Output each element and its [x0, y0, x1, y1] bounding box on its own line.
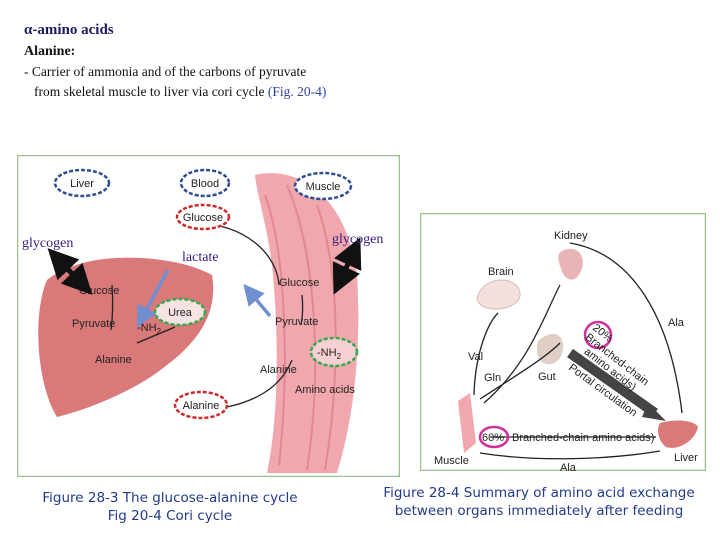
bullet-line-1: - Carrier of ammonia and of the carbons …	[24, 64, 307, 79]
double-arrow-right	[332, 237, 362, 295]
lactate-label: lactate	[182, 250, 219, 265]
label-muscle: Muscle	[306, 181, 341, 193]
label-liver: Liver	[674, 452, 698, 464]
label-glucose-muscle: Glucose	[279, 277, 319, 289]
label-alanine-muscle: Alanine	[260, 364, 297, 376]
liver-organ-shape	[38, 257, 214, 417]
label-kidney: Kidney	[554, 230, 588, 242]
left-caption-line-2: Fig 20-4 Cori cycle	[107, 508, 233, 524]
blue-arrow-left	[136, 269, 170, 328]
label-branched-chain-bottom: Branched-chain amino acids)	[512, 432, 654, 444]
label-ala-top: Ala	[668, 317, 685, 329]
label-amino-acids: Amino acids	[295, 384, 355, 396]
amino-acid-exchange-figure: Kidney Brain Ala Val Gln Gut 20% Branche…	[420, 213, 706, 471]
label-ala-bottom: Ala	[560, 462, 577, 471]
muscle-tissue-shape	[255, 173, 359, 473]
glucose-alanine-cycle-figure: Liver Blood Muscle Glucose Glucose Pyruv…	[17, 155, 400, 477]
right-caption-line-1: Figure 28-4 Summary of amino acid exchan…	[383, 485, 695, 501]
bullet-line-2-text: from skeletal muscle to liver via cori c…	[34, 84, 265, 99]
label-glucose-blood: Glucose	[183, 212, 223, 224]
figure-reference: (Fig. 20-4)	[267, 84, 327, 99]
right-caption: Figure 28-4 Summary of amino acid exchan…	[362, 484, 716, 520]
slide-title: α-amino acids	[24, 22, 114, 38]
double-arrow-left	[47, 248, 93, 295]
label-alanine-blood: Alanine	[183, 400, 220, 412]
label-urea: Urea	[168, 307, 193, 319]
section-heading: Alanine:	[24, 44, 76, 59]
label-liver: Liver	[70, 178, 94, 190]
blue-arrow-right	[243, 283, 272, 318]
muscle-shape	[458, 393, 476, 453]
brain-shape	[476, 279, 521, 310]
right-caption-line-2: between organs immediately after feeding	[394, 503, 684, 519]
label-pyruvate-liver: Pyruvate	[72, 318, 115, 330]
label-val: Val	[468, 351, 483, 363]
label-muscle: Muscle	[434, 455, 469, 467]
glycogen-label-left: glycogen	[22, 236, 74, 251]
label-gln: Gln	[484, 372, 501, 384]
label-60-percent: 60%	[482, 432, 504, 444]
label-brain: Brain	[488, 266, 514, 278]
label-gut: Gut	[538, 371, 556, 383]
left-caption-line-1: Figure 28-3 The glucose-alanine cycle	[42, 490, 298, 506]
kidney-shape	[558, 248, 583, 280]
label-blood: Blood	[191, 178, 219, 190]
label-nh2-muscle: -NH2	[317, 347, 342, 361]
liver-shape	[658, 420, 698, 448]
bullet-line-2: from skeletal muscle to liver via cori c…	[34, 84, 326, 100]
label-alanine-liver: Alanine	[95, 354, 132, 366]
glycogen-label-right: glycogen	[332, 232, 384, 247]
left-caption: Figure 28-3 The glucose-alanine cycle Fi…	[20, 489, 320, 525]
label-pyruvate-muscle: Pyruvate	[275, 316, 318, 328]
